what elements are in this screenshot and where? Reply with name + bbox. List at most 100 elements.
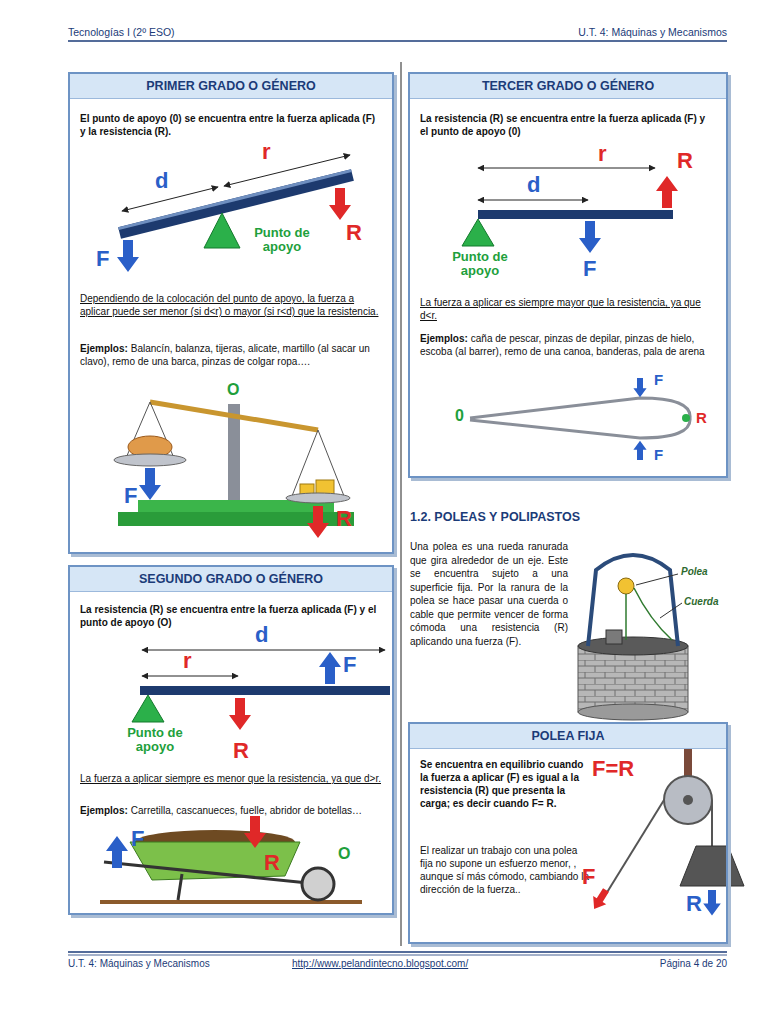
page-rules — [68, 41, 727, 955]
callout-label: Cuerda — [684, 596, 718, 607]
fulcrum-letter: 0 — [455, 408, 464, 424]
drawing-part — [478, 200, 588, 201]
drawing-part — [462, 219, 494, 246]
examples-list: Carretilla, cascanueces, fuelle, abridor… — [131, 805, 362, 816]
force-letter: F — [343, 654, 356, 676]
drawing-part — [150, 402, 318, 430]
lever-panel: SEGUNDO GRADO O GÉNEROLa resistencia (R)… — [68, 565, 394, 915]
drawing-part — [244, 816, 266, 848]
drawing-part — [139, 468, 161, 500]
drawing-part — [470, 398, 690, 438]
running-header: Tecnologías I (2º ESO) — [68, 26, 175, 38]
force-letter: R — [346, 222, 362, 244]
drawing-part — [478, 210, 673, 219]
fulcrum-label: Punto de apoyo — [243, 226, 321, 254]
drawing-part — [401, 62, 402, 946]
body-paragraph: Una polea es una rueda ranurada que gira… — [410, 540, 568, 648]
panel-text: Se encuentra en equilibrio cuando la fue… — [420, 758, 592, 810]
drawing-part — [224, 155, 350, 186]
force-letter: R — [677, 150, 693, 172]
fixed-pulley — [588, 734, 744, 916]
force-letter: R — [264, 852, 280, 874]
force-letter: R — [686, 893, 702, 915]
drawing-part — [682, 414, 690, 422]
first-class-lever — [117, 155, 354, 272]
drawing-part — [660, 603, 682, 618]
running-header: U.T. 4: Máquinas y Mecanismos — [578, 26, 727, 38]
panel-text: El realizar un trabajo con una polea fij… — [420, 844, 592, 896]
drawing-part — [319, 652, 341, 684]
drawing-part — [606, 630, 622, 644]
equation-label: F=R — [592, 758, 634, 780]
drawing-part — [683, 795, 693, 805]
drawing-part — [711, 800, 713, 846]
drawing-part — [633, 441, 646, 460]
drawing-part — [606, 800, 664, 894]
panel-heading: POLEA FIJA — [410, 724, 726, 749]
drawing-part — [578, 646, 688, 712]
drawing-part — [478, 168, 655, 169]
drawing-part — [329, 188, 351, 220]
drawing-part — [618, 578, 634, 594]
drawing-part — [118, 169, 352, 230]
force-letter: F — [124, 485, 137, 507]
examples-heading: Ejemplos: — [420, 333, 468, 344]
drawing-part — [68, 951, 727, 953]
drawing-part — [229, 698, 251, 730]
force-letter: F — [96, 248, 109, 270]
force-letter: F — [654, 372, 663, 387]
force-letter: r — [262, 141, 271, 163]
drawing-part — [68, 40, 727, 42]
balance-scale — [114, 402, 354, 538]
force-letter: F — [582, 866, 595, 888]
well — [578, 555, 688, 720]
force-letter: F — [131, 828, 144, 850]
examples-paragraph: Ejemplos:caña de pescar, pinzas de depil… — [420, 332, 716, 358]
drawing-part — [142, 650, 385, 651]
drawing-part — [307, 506, 329, 538]
examples-paragraph: Ejemplos:Balancín, balanza, tijeras, ali… — [80, 342, 382, 368]
fulcrum-letter: O — [338, 846, 350, 862]
page-footer: Página 4 de 20 — [660, 958, 727, 969]
panel-text: El punto de apoyo (0) se encuentra entre… — [80, 112, 382, 138]
drawing-part — [286, 493, 350, 503]
drawing-part — [118, 169, 354, 239]
wheelbarrow — [100, 816, 362, 902]
panel-text: La resistencia (R) se encuentra entre la… — [420, 112, 716, 138]
force-letter: r — [598, 143, 607, 165]
drawing-part — [588, 886, 613, 913]
drawing-part — [114, 454, 186, 466]
panel-heading: TERCER GRADO O GÉNERO — [410, 74, 726, 99]
drawing-part — [664, 776, 712, 824]
force-letter: d — [155, 170, 168, 192]
force-letter: R — [696, 410, 707, 425]
fulcrum-letter: O — [227, 382, 239, 398]
drawing-part — [302, 868, 334, 900]
drawing-part — [625, 594, 627, 640]
drawing-part — [178, 874, 182, 900]
drawing-part — [578, 704, 688, 720]
drawing-part — [579, 221, 601, 253]
lever-panel: POLEA FIJA Se encuentra en equilibrio cua… — [408, 722, 728, 944]
examples-heading: Ejemplos: — [80, 805, 128, 816]
drawing-part — [588, 555, 678, 646]
force-letter: r — [183, 650, 192, 672]
drawing-part — [117, 240, 139, 272]
drawing-part — [122, 187, 218, 211]
panel-text: La resistencia (R) se encuentra entre la… — [80, 603, 382, 629]
drawing-part — [132, 695, 164, 722]
page-footer: http://www.pelandintecno.blogspot.com/ — [292, 958, 468, 969]
panel-text: Dependiendo de la colocación del punto d… — [80, 292, 382, 318]
second-class-lever — [132, 650, 390, 730]
page-footer: U.T. 4: Máquinas y Mecanismos — [68, 958, 210, 969]
drawing-part — [633, 378, 646, 397]
force-letter: R — [233, 740, 249, 762]
third-class-lever — [462, 168, 678, 253]
drawing-part — [636, 574, 678, 585]
drawing-part — [126, 402, 344, 496]
drawing-part — [106, 836, 128, 868]
panel-heading: PRIMER GRADO O GÉNERO — [70, 74, 392, 99]
force-letter: d — [527, 174, 540, 196]
drawing-part — [140, 686, 390, 695]
